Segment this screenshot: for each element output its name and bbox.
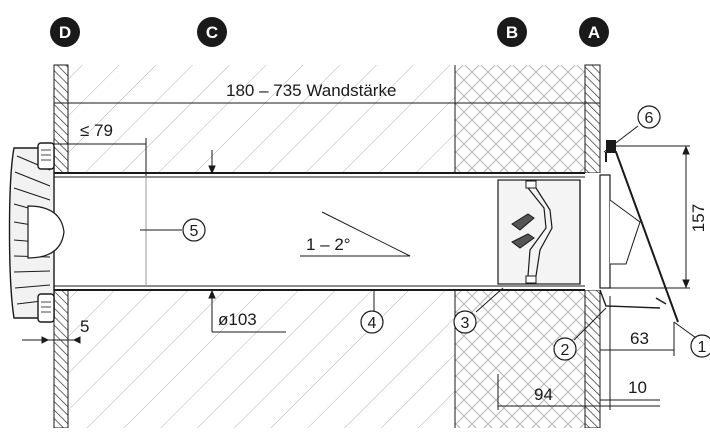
plaster-layer-d-lower (53, 289, 69, 429)
inner-protrusion-label: ≤ 79 (80, 121, 113, 140)
masonry-layer-c-upper (68, 65, 455, 173)
svg-text:4: 4 (368, 315, 377, 332)
badge-layer-c: C (197, 17, 227, 47)
hood-depth-label: 63 (630, 329, 649, 348)
badge-layer-d: D (50, 17, 80, 47)
svg-text:1: 1 (698, 339, 707, 356)
outer-wall-hood (599, 140, 679, 323)
callout-4: 4 (360, 310, 384, 334)
badge-layer-b: B (497, 17, 527, 47)
outer-insulation-label: 94 (534, 385, 553, 404)
wall-thickness-label: 180 – 735 Wandstärke (226, 81, 396, 100)
svg-text:C: C (206, 23, 218, 42)
svg-text:D: D (59, 23, 71, 42)
backdraft-damper (497, 179, 581, 285)
callout-2: 2 (553, 337, 577, 361)
pipe-diameter-label: ø103 (218, 310, 257, 329)
callout-3: 3 (453, 310, 477, 334)
inner-fan-grille (8, 142, 65, 323)
inner-plaster-label: 5 (80, 317, 89, 336)
svg-text:B: B (506, 23, 518, 42)
svg-text:3: 3 (461, 315, 470, 332)
insulation-layer-b-upper (455, 65, 585, 173)
svg-text:2: 2 (561, 342, 570, 359)
svg-text:5: 5 (190, 223, 199, 240)
plaster-layer-a-lower (584, 289, 601, 429)
badge-layer-a: A (579, 17, 609, 47)
svg-text:A: A (588, 23, 600, 42)
callout-6: 6 (637, 105, 661, 129)
slope-label: 1 – 2° (306, 235, 351, 254)
plaster-layer-d-upper (53, 64, 69, 174)
callout-1: 1 (690, 334, 710, 358)
outer-plaster-label: 10 (628, 378, 647, 397)
plaster-layer-a-upper (584, 64, 601, 174)
hood-height-label: 157 (689, 204, 708, 232)
svg-text:6: 6 (645, 110, 654, 127)
callout-5: 5 (182, 218, 206, 242)
masonry-layer-c-lower (68, 290, 455, 428)
